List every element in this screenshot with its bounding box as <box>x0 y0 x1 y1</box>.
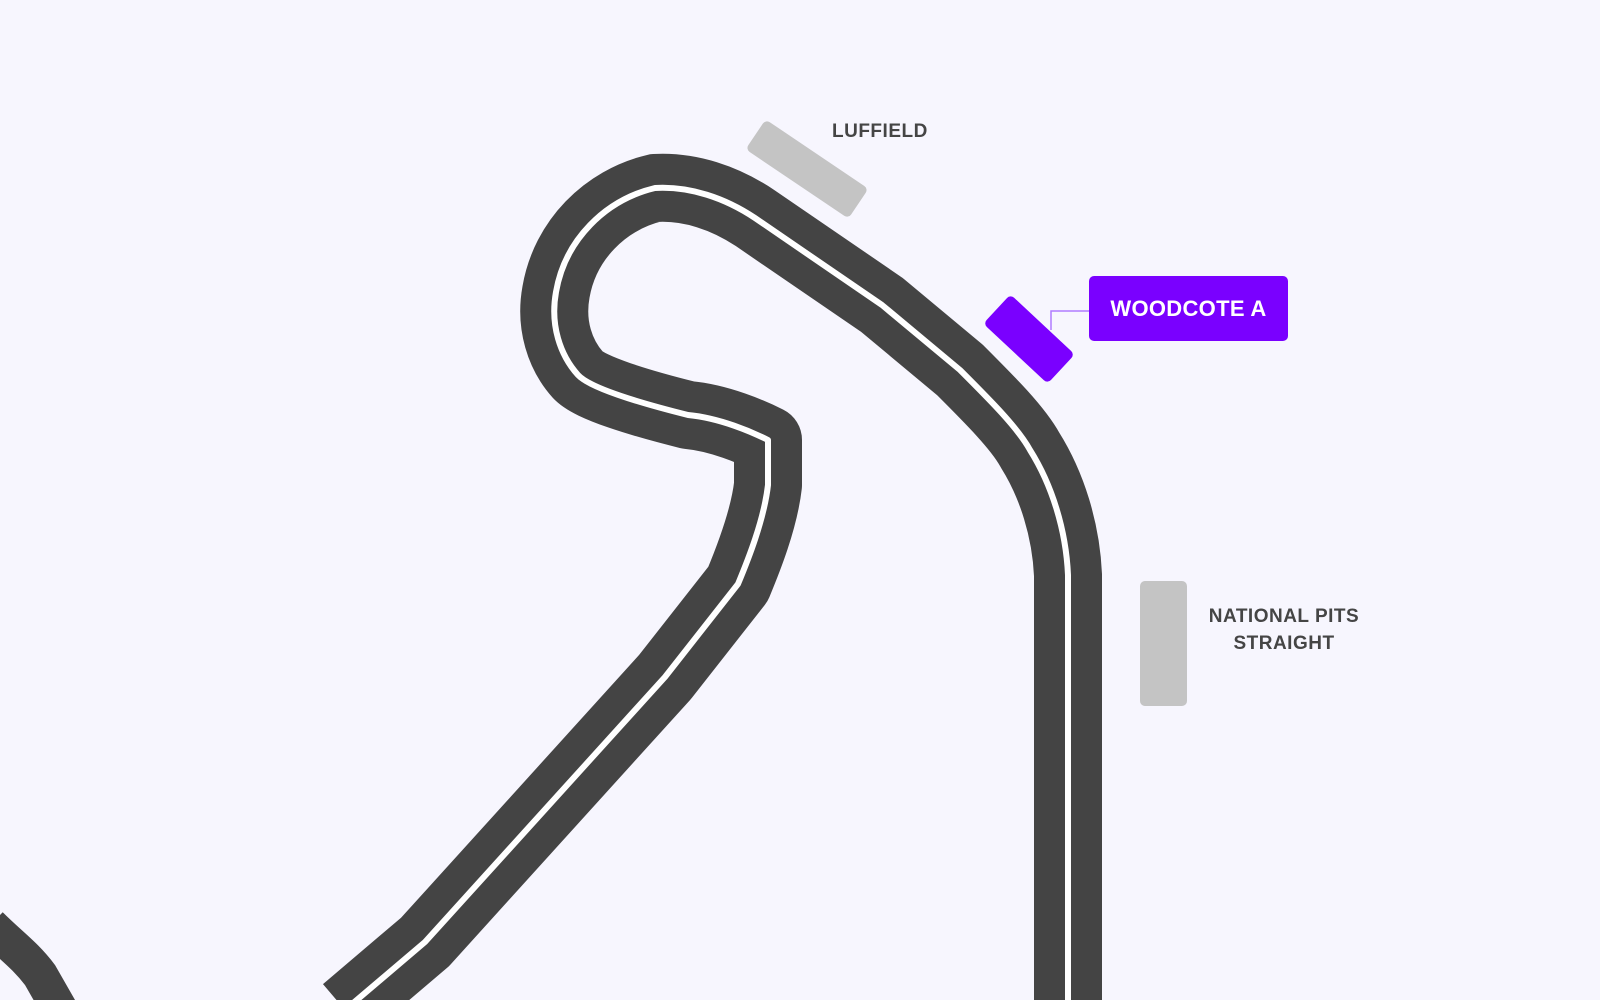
stand-luffield[interactable] <box>746 119 869 218</box>
callout-woodcote-a-label: WOODCOTE A <box>1110 295 1267 321</box>
label-national-pits-straight: NATIONAL PITS STRAIGHT <box>1204 603 1364 657</box>
callout-woodcote-a[interactable]: WOODCOTE A <box>1089 276 1288 341</box>
callout-connector <box>1050 310 1090 330</box>
stand-woodcote-a[interactable] <box>983 294 1075 383</box>
track-segment-bottom-left <box>0 912 76 1000</box>
track <box>322 153 1102 1000</box>
label-luffield: LUFFIELD <box>832 121 928 142</box>
stand-national-pits-straight[interactable] <box>1140 581 1187 706</box>
label-line-2: STRAIGHT <box>1233 633 1335 654</box>
label-line-1: NATIONAL PITS <box>1208 606 1360 627</box>
